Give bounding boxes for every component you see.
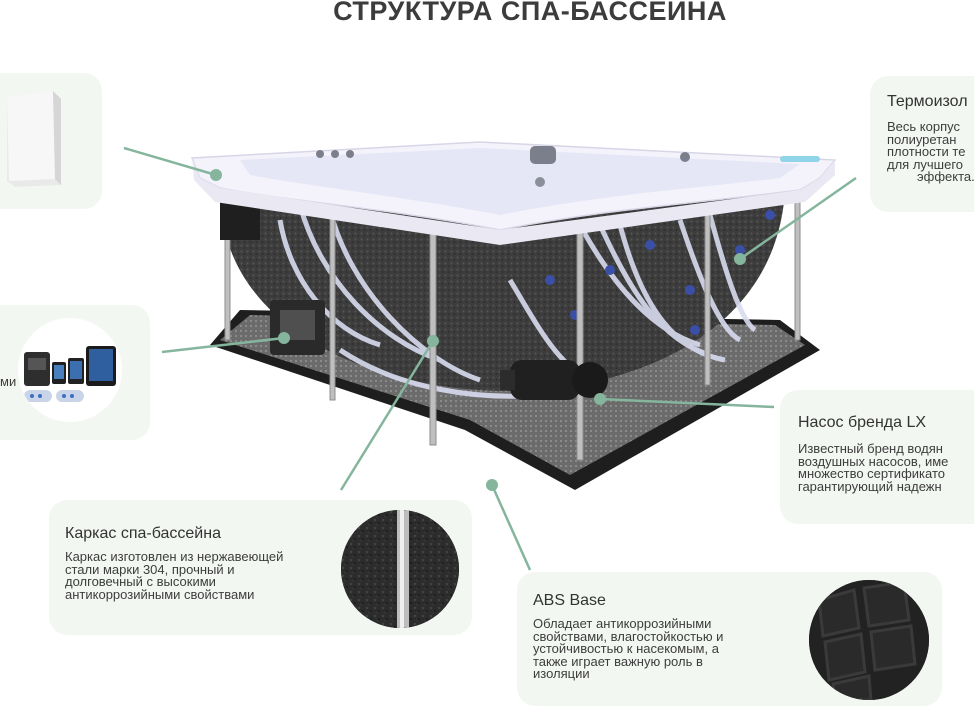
base-callout-card: ABS Base Обладает антикоррозийными свойс… <box>517 572 942 706</box>
pump-line: множество сертификато <box>798 466 945 481</box>
controls-partial-text: ми <box>0 374 17 389</box>
insulation-line: полиуретан <box>887 131 957 147</box>
white-panel-image <box>5 91 65 187</box>
pump-line: Известный бренд водян <box>798 441 943 456</box>
frame-line: антикоррозийными свойствами <box>65 586 255 602</box>
base-line: устойчивостью к насекомым, а <box>533 641 719 656</box>
insulation-line: Весь корпус <box>887 119 960 134</box>
base-line: изоляции <box>533 666 590 681</box>
insulation-line: эффекта. <box>917 169 974 184</box>
pump-title: Насос бренда LX <box>798 414 927 431</box>
insulation-line: плотности те <box>887 144 966 159</box>
abs-base-texture-image <box>809 580 929 700</box>
base-title: ABS Base <box>533 592 606 609</box>
frame-line: долговечный с высокими <box>65 574 216 589</box>
insulation-title: Термоизол <box>887 93 968 110</box>
base-line: также играет важную роль в <box>533 653 703 669</box>
insulation-line: для лучшего <box>887 156 964 172</box>
page-title: СТРУКТУРА СПА-БАССЕЙНА <box>333 0 727 26</box>
insulation-callout-card: Термоизол Весь корпус полиуретан плотнос… <box>870 76 974 212</box>
frame-line: Каркас изготовлен из нержавеющей <box>65 549 284 564</box>
frame-title: Каркас спа-бассейна <box>65 525 221 542</box>
controls-callout-card: ми <box>0 305 150 440</box>
pump-callout-card: Насос бренда LX Известный бренд водян во… <box>780 390 974 524</box>
control-panels-icon <box>18 318 122 422</box>
base-line: Обладает антикоррозийными <box>533 616 712 631</box>
frame-texture-image <box>341 510 459 628</box>
pump-line: воздушных насосов, име <box>798 453 949 469</box>
base-line: свойствами, влагостойкостью и <box>533 628 724 644</box>
panel-callout-card <box>0 73 102 209</box>
spa-tub-cutaway-icon <box>180 130 840 500</box>
frame-line: стали марки 304, прочный и <box>65 561 235 577</box>
frame-callout-card: Каркас спа-бассейна Каркас изготовлен из… <box>49 500 472 635</box>
pump-line: гарантирующий надежн <box>798 478 942 494</box>
